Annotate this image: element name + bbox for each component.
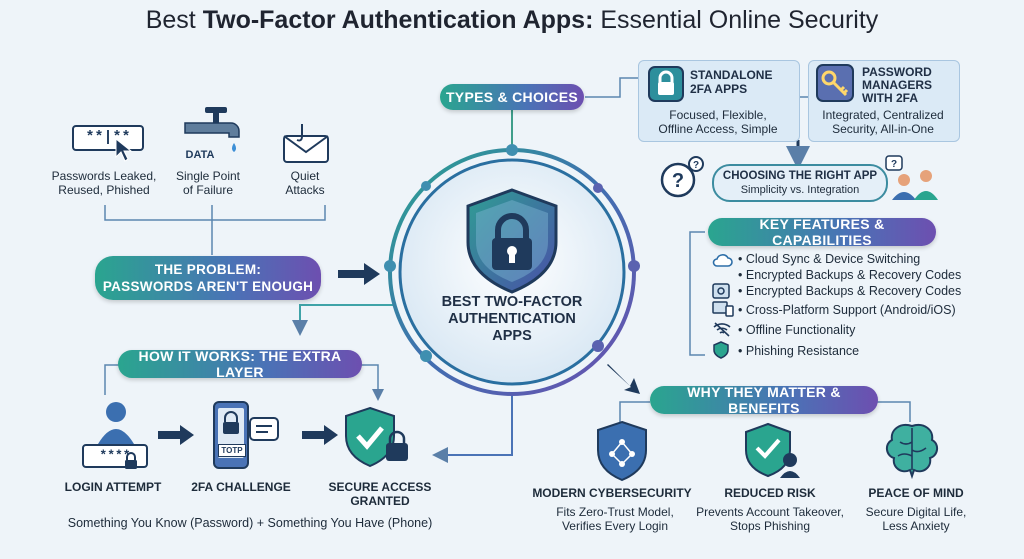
hacker-shield-icon [745, 422, 800, 478]
page-title: Best Two-Factor Authentication Apps: Ess… [145, 6, 879, 34]
why-heading: WHY THEY MATTER & BENEFITS [650, 384, 878, 416]
how-heading: HOW IT WORKS: THE EXTRA LAYER [118, 348, 362, 380]
types-heading: TYPES & CHOICES [440, 84, 584, 110]
center-circle [384, 144, 640, 396]
choosing-box [712, 164, 888, 202]
user-icon [98, 402, 134, 444]
feature-item: • Cross-Platform Support (Android/iOS) [738, 303, 956, 317]
features-heading: KEY FEATURES & CAPABILITIES [708, 216, 936, 248]
totp-label: TOTP [218, 444, 246, 457]
wifi-off-icon [713, 322, 731, 337]
step-login: LOGIN ATTEMPT [64, 480, 162, 494]
why-desc-peace: Secure Digital Life,Less Anxiety [865, 505, 967, 533]
network-shield-icon [597, 420, 647, 482]
phishing-email-icon [283, 124, 329, 163]
svg-text:?: ? [891, 159, 897, 170]
safe-icon [712, 283, 730, 299]
cursor-icon [115, 137, 133, 162]
choosing-subtitle: Simplicity vs. Integration [740, 184, 860, 196]
phone-icon [213, 401, 279, 469]
center-label: BEST TWO-FACTOR AUTHENTICATION APPS [441, 294, 583, 344]
password-field-icon: **|** [72, 125, 144, 151]
choosing-title: CHOOSING THE RIGHT APP [722, 170, 878, 182]
arrow-right-icon [302, 425, 338, 445]
why-title-modern: MODERN CYBERSECURITY [532, 486, 692, 500]
arrow-right-icon [158, 425, 194, 445]
feature-item: • Encrypted Backups & Recovery Codes [738, 268, 962, 282]
faucet-icon [184, 107, 240, 152]
data-label: DATA [185, 149, 215, 161]
feature-item: • Encrypted Backups & Recovery Codes [738, 284, 962, 298]
why-title-risk: REDUCED RISK [724, 486, 816, 500]
arrow-down-right-icon [607, 364, 640, 394]
devices-icon [712, 301, 734, 317]
why-desc-risk: Prevents Account Takeover,Stops Phishing [696, 505, 844, 533]
standalone-desc: Focused, Flexible,Offline Access, Simple [658, 108, 778, 136]
check-shield-icon [345, 406, 408, 468]
feature-item: • Phishing Resistance [738, 344, 860, 358]
lock-icon [648, 66, 684, 102]
feature-item: • Offline Functionality [738, 323, 856, 337]
feature-item: • Cloud Sync & Device Switching [738, 252, 921, 266]
arrow-right-icon [338, 263, 380, 285]
svg-text:?: ? [693, 160, 699, 171]
step-challenge: 2FA CHALLENGE [191, 480, 291, 494]
key-icon [816, 64, 854, 102]
lock-icon [125, 452, 137, 469]
problem-heading: THE PROBLEM:PASSWORDS AREN'T ENOUGH [95, 256, 321, 300]
why-desc-modern: Fits Zero-Trust Model,Verifies Every Log… [556, 505, 674, 533]
svg-text:?: ? [672, 170, 684, 192]
shield-icon [713, 341, 729, 359]
why-title-peace: PEACE OF MIND [868, 486, 964, 500]
how-footer: Something You Know (Password) + Somethin… [67, 516, 433, 530]
brain-icon [886, 424, 938, 480]
question-icon: ? ? [660, 156, 704, 198]
people-icon: ? [885, 155, 938, 200]
cloud-icon [712, 254, 733, 267]
problem-item-leaked: Passwords Leaked,Reused, Phished [51, 169, 157, 197]
